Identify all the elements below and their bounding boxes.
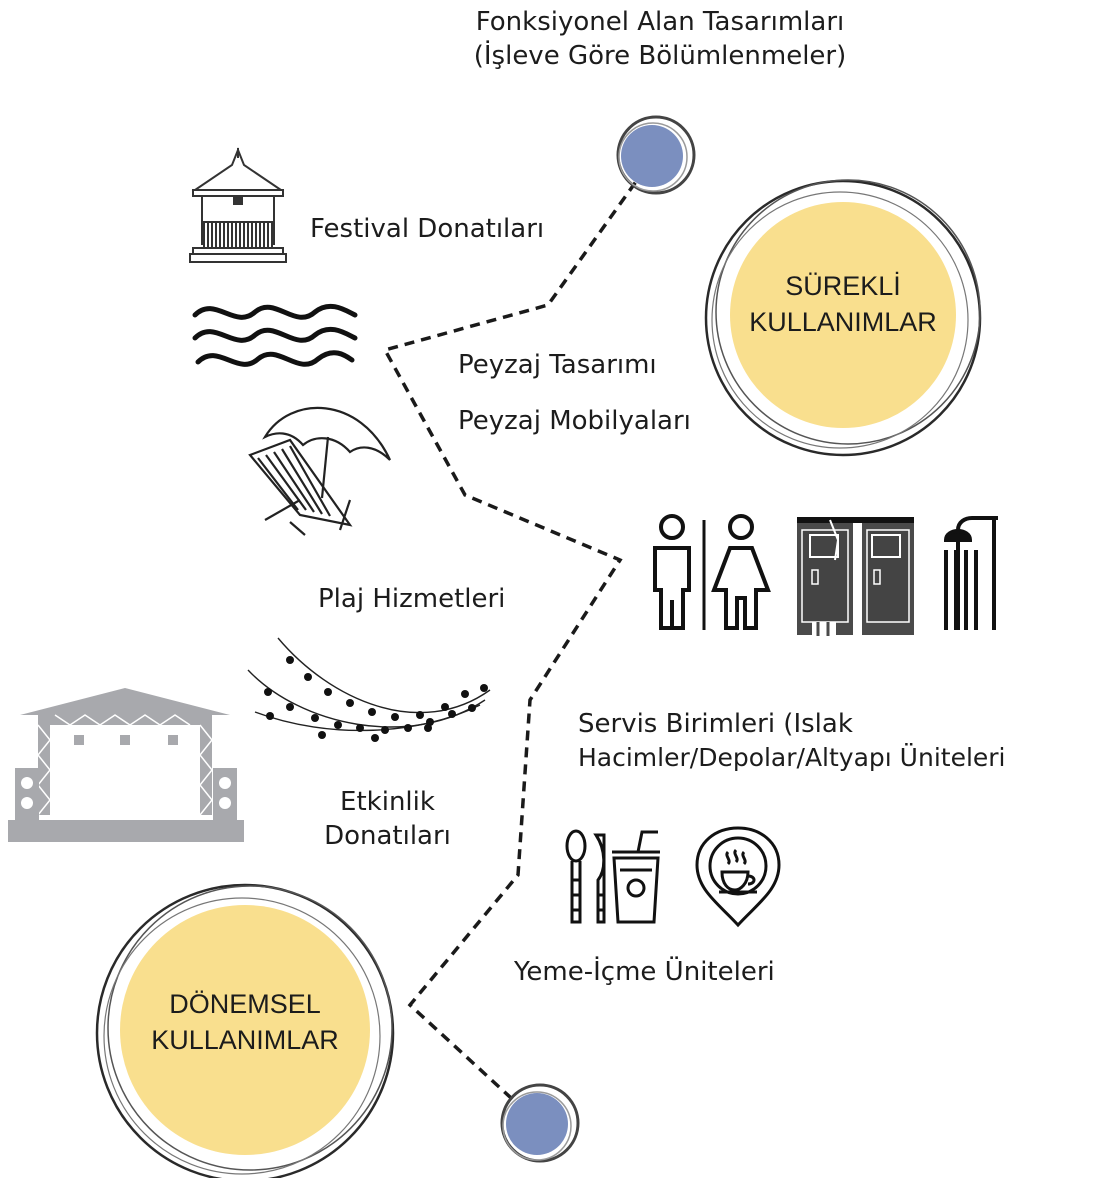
title-line2: (İşleve Göre Bölümlenmeler): [473, 40, 847, 71]
diagram-title: Fonksiyonel Alan Tasarımları (İşleve Gör…: [430, 6, 890, 74]
event-line2: Donatıları: [324, 820, 451, 851]
string-lights-icon: [247, 637, 491, 742]
festival-label: Festival Donatıları: [310, 214, 545, 244]
continuous-use-line1: SÜREKLİ: [785, 271, 901, 301]
service-line2: Hacimler/Depolar/Altyapı Üniteleri: [578, 742, 1006, 772]
periodic-use-circle: [95, 883, 395, 1178]
stage-icon: [8, 688, 244, 842]
bottom-node: [500, 1083, 580, 1163]
service-line1: Servis Birimleri (Islak: [578, 709, 853, 739]
event-line1: Etkinlik: [340, 787, 435, 817]
event-label: Etkinlik Donatıları: [300, 786, 475, 854]
periodic-use-line2: KULLANIMLAR: [151, 1025, 339, 1056]
man-icon: [653, 514, 691, 630]
service-units-label: Servis Birimleri (Islak Hacimler/Depolar…: [578, 708, 1006, 774]
continuous-use-label: SÜREKLİ KULLANIMLAR: [723, 268, 963, 341]
food-units-label: Yeme-İçme Üniteleri: [514, 957, 775, 987]
coffee-location-icon: [695, 826, 781, 928]
top-node: [616, 115, 696, 195]
title-line1: Fonksiyonel Alan Tasarımları: [475, 7, 845, 37]
continuous-use-circle: [704, 179, 982, 457]
periodic-use-label: DÖNEMSEL KULLANIMLAR: [125, 986, 365, 1059]
beach-services-label: Plaj Hizmetleri: [318, 584, 506, 614]
landscape-furniture-label: Peyzaj Mobilyaları: [458, 406, 691, 436]
changing-cabin-icon: [797, 517, 914, 636]
waves-icon: [192, 303, 358, 367]
periodic-use-line1: DÖNEMSEL: [169, 989, 321, 1019]
shower-icon: [943, 516, 998, 630]
gazebo-icon: [189, 147, 287, 263]
timeline-path: [382, 153, 657, 1122]
cutlery-drink-icon: [565, 829, 660, 924]
landscape-design-label: Peyzaj Tasarımı: [458, 350, 657, 380]
beach-chair-umbrella-icon: [248, 406, 391, 536]
continuous-use-line2: KULLANIMLAR: [749, 307, 937, 338]
woman-icon: [711, 514, 771, 630]
